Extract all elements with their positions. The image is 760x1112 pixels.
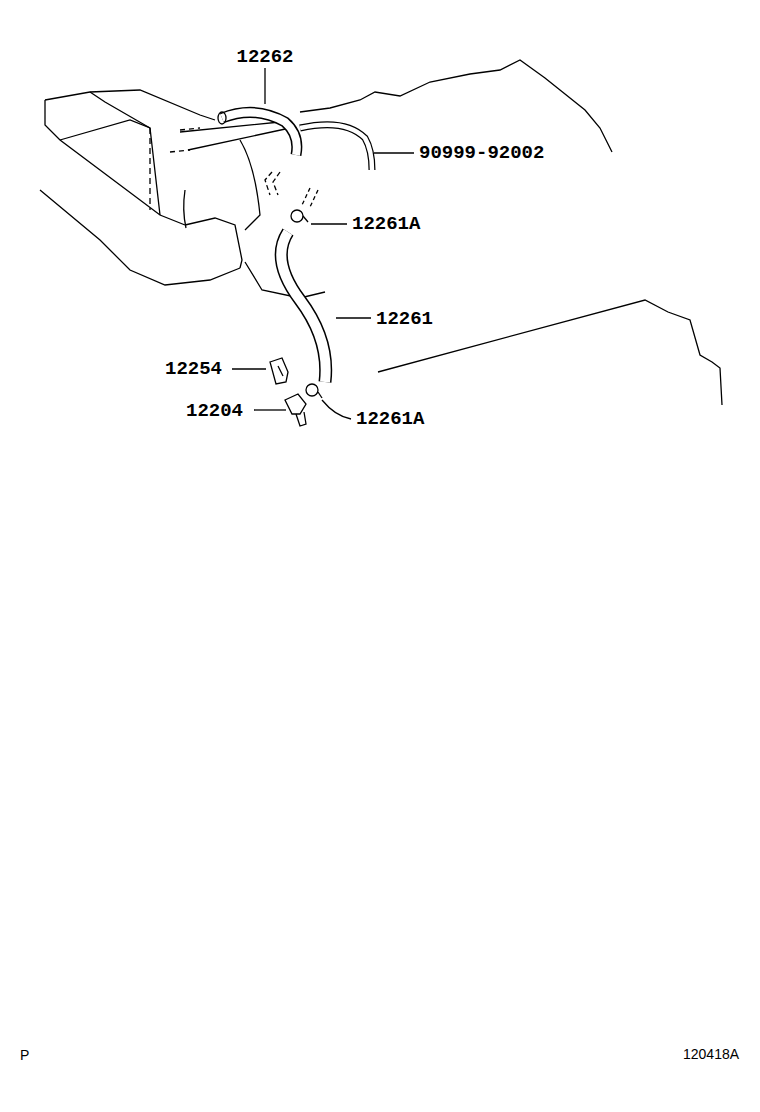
page-mark: P — [20, 1048, 29, 1063]
part-number: 12262 — [236, 47, 293, 68]
part-number: 90999-92002 — [419, 143, 544, 164]
part-number: 12261A — [356, 409, 424, 430]
part-number: 12261 — [376, 309, 433, 330]
part-number: 12261A — [352, 214, 420, 235]
part-number: 12254 — [165, 359, 222, 380]
figure-number: 120418A — [683, 1047, 739, 1062]
part-number: 12204 — [186, 401, 243, 422]
